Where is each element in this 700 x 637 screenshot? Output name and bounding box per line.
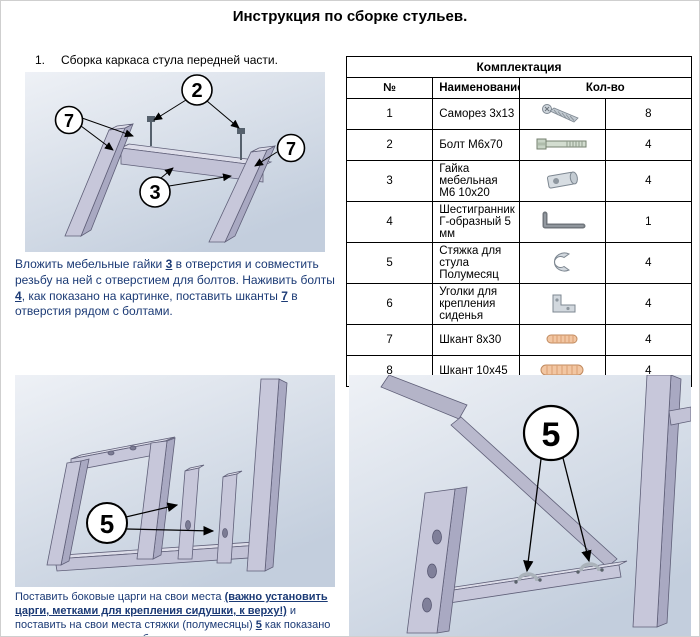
col-header-num: № xyxy=(345,77,434,99)
step-number: 1. xyxy=(35,53,46,67)
barrel-nut-icon xyxy=(518,160,606,202)
side-rail-plank-2 xyxy=(216,470,243,564)
leader-lines-2 xyxy=(125,502,215,536)
front-leg xyxy=(46,458,90,566)
row-num: 5 xyxy=(345,242,434,284)
row-num: 1 xyxy=(345,98,434,130)
step-heading: 1. Сборка каркаса стула передней части. xyxy=(35,53,335,67)
screw-icon xyxy=(518,98,606,130)
callout-2: 2 xyxy=(181,74,213,106)
row-name: Шкант 8х30 xyxy=(432,324,520,356)
svg-text:5: 5 xyxy=(542,416,561,454)
row-qty: 4 xyxy=(604,129,693,161)
corner-bracket-icon xyxy=(518,283,606,325)
dowel-icon xyxy=(518,324,606,356)
row-name: Саморез 3х13 xyxy=(432,98,520,130)
left-leg xyxy=(64,123,134,237)
back-post xyxy=(246,378,288,572)
row-qty: 4 xyxy=(604,242,693,284)
page-title: Инструкция по сборке стульев. xyxy=(232,8,468,25)
bolt-icon xyxy=(518,129,606,161)
leader-lines-1 xyxy=(80,99,278,187)
row-name: Болт М6х70 xyxy=(432,129,520,161)
left-leg-with-holes xyxy=(406,486,468,634)
parts-table-title: Комплектация xyxy=(346,56,692,78)
svg-text:7: 7 xyxy=(64,111,74,131)
row-num: 3 xyxy=(345,160,434,202)
row-num: 6 xyxy=(345,283,434,325)
diagram-side-rails: 5 xyxy=(15,375,335,587)
row-num: 7 xyxy=(345,324,434,356)
svg-text:3: 3 xyxy=(149,182,160,204)
step-heading-text: Сборка каркаса стула передней части. xyxy=(61,53,278,67)
row-num: 2 xyxy=(345,129,434,161)
diagram-front-frame: 2 7 7 3 xyxy=(25,72,325,252)
row-qty: 4 xyxy=(604,160,693,202)
callout-7-left: 7 xyxy=(54,105,84,135)
row-qty: 4 xyxy=(604,324,693,356)
row-num: 4 xyxy=(345,201,434,243)
hex-key-icon xyxy=(518,201,606,243)
bolt-left xyxy=(147,116,155,146)
leader-lines-3 xyxy=(523,457,592,573)
row-name: Гайка мебельная М6 10х20 xyxy=(432,160,520,202)
callout-5-right: 5 xyxy=(522,404,580,462)
callout-5-left: 5 xyxy=(86,502,128,544)
callout-7-right: 7 xyxy=(276,133,306,163)
col-header-name: Наименование xyxy=(432,77,520,99)
bolt-right xyxy=(237,128,245,160)
row-name: Уголки для крепления сиденья xyxy=(432,283,520,325)
svg-text:2: 2 xyxy=(191,80,202,102)
row-name: Стяжка для стула Полумесяц xyxy=(432,242,520,284)
row-qty: 8 xyxy=(604,98,693,130)
right-post xyxy=(632,374,692,628)
diagram-half-moon-ties: 5 xyxy=(349,374,692,636)
svg-text:7: 7 xyxy=(286,139,296,159)
half-moon-tie-icon xyxy=(518,242,606,284)
row-qty: 1 xyxy=(604,201,693,243)
right-leg xyxy=(208,145,276,244)
half-moon-tie-2 xyxy=(576,562,604,574)
instruction-step1-text: Вложить мебельные гайки 3 в отверстия и … xyxy=(15,257,335,319)
col-header-qty: Кол-во xyxy=(518,77,692,99)
side-rail-plank-1 xyxy=(177,464,205,560)
svg-text:5: 5 xyxy=(100,509,114,539)
row-name: Шестигранник Г-образный 5 мм xyxy=(432,201,520,243)
instruction-step2-text: Поставить боковые царги на свои места (в… xyxy=(15,591,331,636)
half-moon-tie-1 xyxy=(514,572,542,584)
row-qty: 4 xyxy=(604,283,693,325)
callout-3: 3 xyxy=(139,176,171,208)
